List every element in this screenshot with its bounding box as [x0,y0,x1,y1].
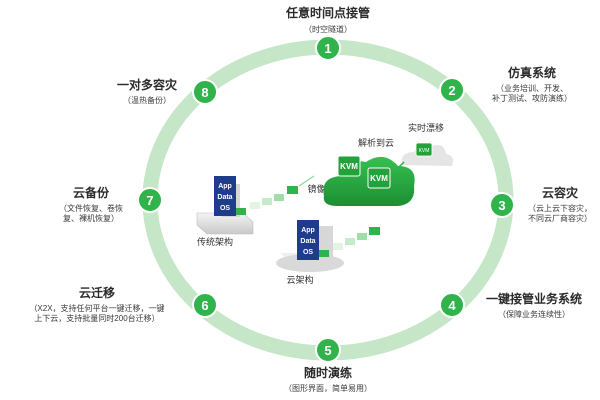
stack-app-text: App [218,183,232,190]
cloud-arch-label: 云架构 [286,274,313,285]
stack-os-text: OS [303,249,313,256]
label-5-subtitle: （图形界面，简单易用） [284,384,372,393]
svg-text:5: 5 [324,343,331,358]
label-5: 随时演练 （图形界面，简单易用） [270,366,386,394]
svg-text:1: 1 [324,41,331,56]
kvm-small-text: KVM [419,148,430,154]
svg-text:2: 2 [448,83,455,98]
label-4-title: 一键接管业务系统 [485,292,582,306]
label-2: 仿真系统 （业务培训、开发、 补丁测试、攻防演练） [470,66,594,104]
label-3-title: 云容灾 [541,186,578,200]
realtime-drift-label: 实时漂移 [408,122,444,133]
label-7-subtitle-line2: 复、裸机恢复） [63,214,119,223]
label-6-subtitle-line1: （X2X，支持任何平台一键迁移，一键 [29,304,165,313]
label-8-title: 一对多容灾 [116,78,177,92]
label-3: 云容灾 （云上云下容灾， 不同云厂商容灾） [522,186,598,224]
label-8-subtitle: （温热备份） [123,96,171,105]
node-6: 6 [192,292,218,318]
label-1: 任意时间点接管 （时空隧道） [268,6,388,35]
svg-text:7: 7 [146,193,153,208]
stack-os-text: OS [220,205,230,212]
kvm-cloud-icon: KVM KVM [323,155,415,206]
node-3: 3 [489,192,515,218]
node-1: 1 [315,35,341,61]
stack-data-text: Data [217,194,232,201]
node-4: 4 [439,292,465,318]
label-2-subtitle-line1: （业务培训、开发、 [496,84,568,93]
label-5-title: 随时演练 [303,366,352,380]
stack-data-text: Data [300,238,315,245]
label-1-subtitle: （时空隧道） [304,25,352,34]
node-8: 8 [192,79,218,105]
traditional-server-icon: App Data OS [196,176,254,235]
traditional-label: 传统架构 [197,236,233,247]
node-7: 7 [137,187,163,213]
kvm-text: KVM [370,174,388,183]
label-8: 一对多容灾 （温热备份） [100,78,194,106]
label-7: 云备份 （文件恢复、卷恢 复、裸机恢复） [44,186,138,224]
label-4: 一键接管业务系统 （保障业务连续性） [476,292,592,320]
label-3-subtitle-line2: 不同云厂商容灾） [528,214,592,223]
drift-target-icon: KVM [395,142,454,171]
svg-text:6: 6 [201,298,208,313]
parse-to-cloud-label: 解析到云 [358,137,394,148]
label-7-title: 云备份 [72,186,109,200]
label-7-subtitle-line1: （文件恢复、卷恢 [59,204,123,213]
node-5: 5 [315,337,341,363]
svg-text:4: 4 [448,298,456,313]
kvm-text: KVM [340,162,358,171]
label-6: 云迁移 （X2X，支持任何平台一键迁移，一键 上下云，支持批量同时200台迁移） [6,286,188,324]
svg-text:8: 8 [201,85,208,100]
label-1-title: 任意时间点接管 [285,6,370,20]
svg-text:3: 3 [498,198,505,213]
cloud-flow-arrows-icon [333,227,380,250]
label-2-subtitle-line2: 补丁测试、攻防演练） [492,94,572,103]
label-3-subtitle-line1: （云上云下容灾， [528,204,592,213]
label-6-title: 云迁移 [78,286,115,300]
label-2-title: 仿真系统 [507,66,556,80]
label-4-subtitle: （保障业务连续性） [498,310,570,319]
stack-app-text: App [301,227,315,234]
mirror-flow-arrows-icon [250,175,315,209]
cloud-arch-server-icon: App Data OS [276,220,344,272]
node-2: 2 [439,77,465,103]
label-6-subtitle-line2: 上下云，支持批量同时200台迁移） [34,314,160,323]
